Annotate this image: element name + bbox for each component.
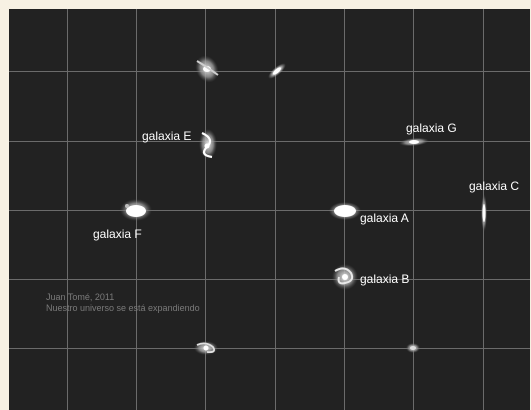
galaxy-f bbox=[120, 199, 152, 221]
credit-author: Juan Tomé, 2011 bbox=[46, 292, 115, 302]
credit-caption: Nuestro universo se está expandiendo bbox=[46, 303, 200, 313]
galaxies-layer bbox=[120, 55, 487, 355]
grid-line-vertical bbox=[413, 9, 414, 410]
galaxy-f-label: galaxia F bbox=[93, 227, 142, 241]
galaxy-a bbox=[329, 202, 361, 220]
grid-line-vertical bbox=[275, 9, 276, 410]
galaxy-c-label: galaxia C bbox=[469, 179, 520, 193]
grid-line-vertical bbox=[67, 9, 68, 410]
grid-line-horizontal bbox=[9, 210, 530, 211]
credit-text: Juan Tomé, 2011 Nuestro universo se está… bbox=[46, 292, 200, 314]
galaxy-b-label: galaxia B bbox=[360, 272, 410, 286]
galaxy-top-left bbox=[195, 55, 219, 83]
galaxy-g-label: galaxia G bbox=[406, 121, 457, 135]
galaxy-top-center bbox=[268, 63, 286, 79]
grid-line-vertical bbox=[205, 9, 206, 410]
grid-line-horizontal bbox=[9, 71, 530, 72]
galaxy-e bbox=[199, 129, 217, 159]
galaxy-g bbox=[399, 137, 429, 147]
galaxy-b bbox=[332, 264, 358, 290]
galaxy-c bbox=[481, 194, 487, 232]
galaxy-bottom-left bbox=[194, 341, 218, 355]
grid-line-horizontal bbox=[9, 348, 530, 349]
galaxy-grid-image: galaxia E galaxia G galaxia C galaxia A … bbox=[9, 9, 530, 410]
grid-line-horizontal bbox=[9, 279, 530, 280]
galaxy-e-label: galaxia E bbox=[142, 129, 192, 143]
galaxy-bottom-right bbox=[406, 343, 420, 353]
galaxy-a-label: galaxia A bbox=[360, 211, 409, 225]
grid-line-horizontal bbox=[9, 141, 530, 142]
